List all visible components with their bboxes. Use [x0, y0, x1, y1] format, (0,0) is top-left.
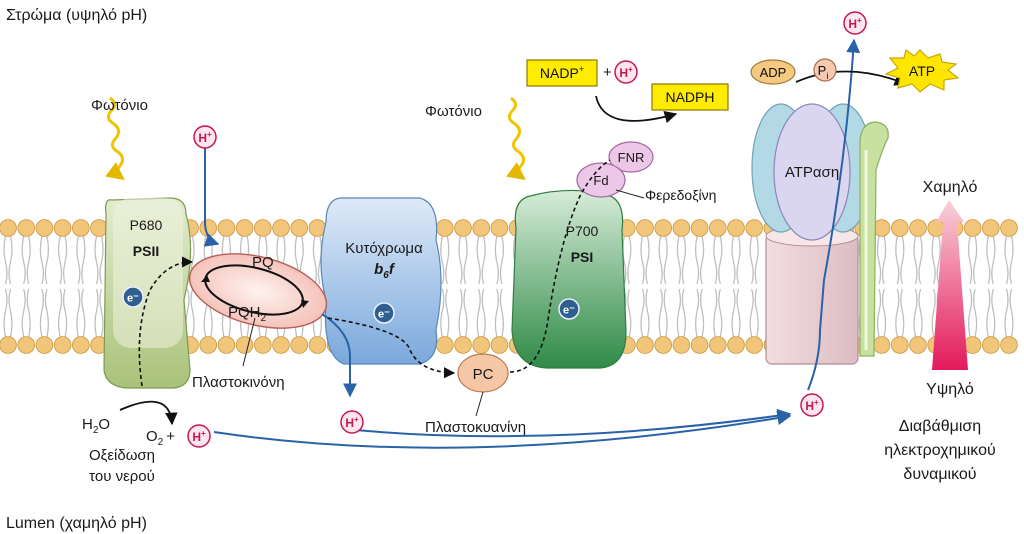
- photon-right: [506, 96, 526, 181]
- adp-text: ADP: [760, 65, 787, 80]
- electron-text-psii: e⁻: [127, 293, 139, 305]
- gradient-caption-line2: ηλεκτροχημικού: [884, 442, 995, 459]
- oxygen-label: O2+: [146, 428, 175, 448]
- proton-pathways: [203, 38, 861, 449]
- water-oxidation-line2: του νερού: [89, 468, 155, 485]
- electron-pathway: [138, 159, 611, 387]
- stroma-label: Στρώμα (υψηλό pH): [6, 7, 147, 24]
- adp-molecule: ADP: [750, 59, 796, 85]
- ferredoxin-label: Φερεδοξίνη: [645, 187, 716, 203]
- electron-badge-cyt: e⁻: [373, 302, 395, 324]
- fd-label: Fd: [593, 173, 608, 188]
- nadph-box: NADPH: [651, 83, 729, 111]
- psi-name: PSI: [571, 249, 594, 265]
- plastocyanin-label: Πλαστοκυανίνη: [425, 419, 526, 436]
- photon-right-label: Φωτόνιο: [425, 103, 482, 120]
- electron-badge-psii: e⁻: [122, 286, 144, 308]
- atp-synthase-label: ATPαση: [785, 164, 839, 181]
- svg-text:H+: H+: [848, 16, 862, 31]
- svg-text:H+: H+: [192, 429, 206, 444]
- labels: Στρώμα (υψηλό pH) Lumen (χαμηλό pH) Φωτό…: [6, 7, 996, 532]
- svg-text:Pi: Pi: [818, 63, 829, 81]
- proton-badges: H+ H+ H+ H+ H+ H+: [187, 11, 867, 448]
- pc-label: PC: [473, 366, 494, 383]
- atp-synthase: [751, 103, 889, 365]
- svg-text:NADP+: NADP+: [540, 64, 584, 81]
- photon-left-label: Φωτόνιο: [91, 97, 148, 114]
- fnr-label: FNR: [618, 150, 645, 165]
- cytochrome-line2: b6f: [374, 261, 396, 281]
- psii-name: PSII: [133, 243, 159, 259]
- pointer-lines: [242, 189, 645, 417]
- ferredoxin-fnr: [576, 141, 654, 198]
- proton-badge-atp-top: H+: [843, 11, 867, 35]
- electron-badges: e⁻ e⁻ e⁻: [122, 286, 580, 324]
- pqh2-label: PQH2: [228, 304, 267, 324]
- lumen-label: Lumen (χαμηλό pH): [6, 515, 147, 532]
- plastoquinone-cycle: [188, 253, 328, 329]
- proton-badge-atp-lumen: H+: [800, 393, 824, 417]
- phosphate-molecule: Pi: [813, 58, 837, 82]
- proton-badge-water: H+: [187, 424, 211, 448]
- gradient-low-label: Χαμηλό: [923, 179, 978, 196]
- pq-label: PQ: [252, 254, 274, 271]
- gradient-caption-line3: δυναμικού: [903, 466, 976, 483]
- electron-text-psi: e⁻: [563, 305, 575, 317]
- nadp-plus: +: [603, 64, 612, 81]
- atp-text: ATP: [909, 63, 935, 79]
- nadph-text: NADPH: [665, 89, 714, 105]
- gradient-caption-line1: Διαβάθμιση: [899, 418, 981, 435]
- electron-badge-psi: e⁻: [558, 298, 580, 320]
- proton-badge-psii-top: H+: [193, 125, 217, 149]
- water-oxidation-line1: Οξείδωση: [89, 447, 155, 464]
- photon-left: [105, 96, 125, 181]
- gradient-arrow: [932, 200, 968, 370]
- water-label: H2O: [82, 416, 110, 436]
- gradient-high-label: Υψηλό: [926, 381, 974, 398]
- svg-text:H+: H+: [345, 415, 359, 430]
- plastoquinone-label: Πλαστοκινόνη: [192, 374, 285, 391]
- cytochrome-line1: Κυτόχρωμα: [345, 240, 423, 257]
- nadp-box: NADP+: [526, 59, 598, 87]
- photosystem-ii: [103, 197, 192, 389]
- svg-text:H+: H+: [619, 65, 633, 80]
- atp-burst: ATP: [884, 48, 960, 93]
- electron-text-cyt: e⁻: [378, 309, 390, 321]
- psi-pigment: P700: [566, 223, 599, 239]
- photosystem-i: [511, 189, 627, 369]
- reaction-arrows: [119, 70, 908, 426]
- svg-text:H+: H+: [805, 398, 819, 413]
- svg-text:H+: H+: [198, 130, 212, 145]
- cytochrome-b6f-complex: [320, 197, 442, 365]
- proton-badge-cyt-lumen: H+: [340, 410, 364, 434]
- proton-badge-stroma-nadp: H+: [614, 60, 638, 84]
- psii-pigment: P680: [130, 217, 163, 233]
